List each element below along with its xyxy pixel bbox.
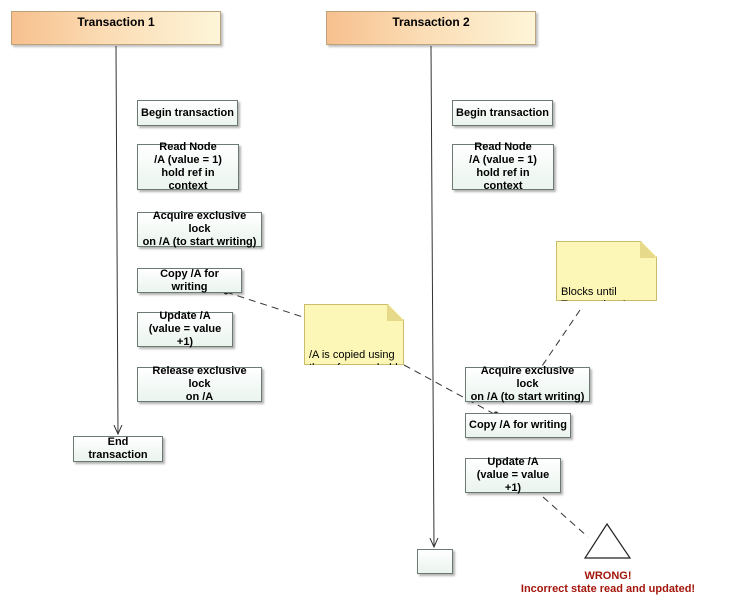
t2-lifeline: [431, 45, 434, 547]
transaction-2-header: Transaction 2: [326, 11, 536, 45]
t1-read-node: Read Node /A (value = 1) hold ref in con…: [137, 141, 239, 192]
t1-copy-for-writing: Copy /A for writing: [137, 268, 242, 293]
t1-release-lock: Release exclusive lock on /A: [137, 365, 262, 403]
warning-triangle-icon: [583, 522, 632, 559]
t2-copy-for-writing: Copy /A for writing: [465, 413, 571, 438]
wrong-result-label: WRONG! Incorrect state read and updated!: [520, 570, 696, 595]
t1-begin-transaction: Begin transaction: [137, 100, 238, 126]
note-t2-copy-connector: [403, 364, 497, 416]
t1-lifeline: [116, 45, 118, 434]
t2-begin-transaction: Begin transaction: [452, 100, 553, 126]
note-blocks-until-release: Blocks until Transaction 1 releases the …: [556, 241, 657, 301]
t2-update: Update /A (value = value +1): [465, 456, 561, 494]
t1-update: Update /A (value = value +1): [137, 310, 233, 348]
transaction-1-header: Transaction 1: [11, 11, 221, 45]
blocks-note-connector: [539, 309, 581, 370]
t1-acquire-lock: Acquire exclusive lock on /A (to start w…: [137, 210, 262, 248]
copy-note-connector: [225, 291, 307, 319]
t1-end-transaction: End transaction: [73, 436, 163, 462]
t2-read-node: Read Node /A (value = 1) hold ref in con…: [452, 141, 554, 192]
t2-acquire-lock: Acquire exclusive lock on /A (to start w…: [465, 365, 590, 403]
note-copied-using-reference: /A is copied using the reference held in…: [304, 304, 404, 365]
update-wrong-connector: [542, 496, 589, 538]
t2-end-box: [417, 549, 453, 574]
